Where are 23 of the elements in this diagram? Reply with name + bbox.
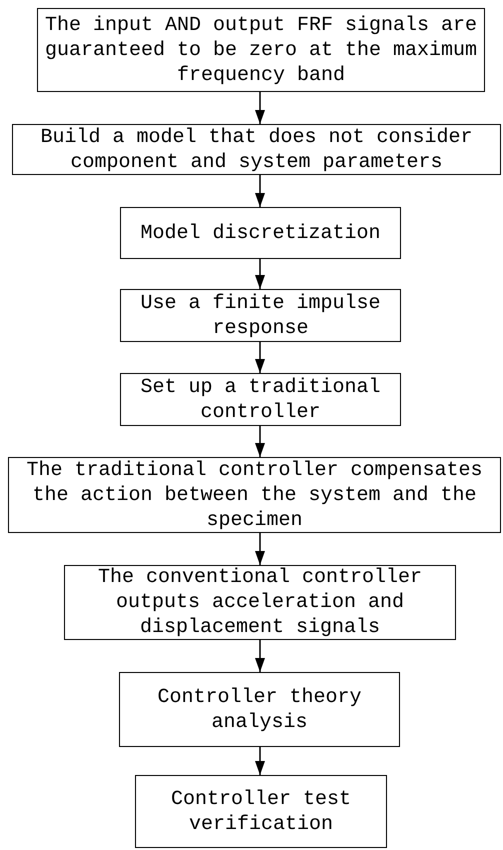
step-text: Build a model that does not consider component and system parameters <box>39 124 474 174</box>
process-box <box>120 207 401 259</box>
process-box <box>119 672 400 747</box>
arrow <box>255 426 265 457</box>
arrow <box>255 640 265 672</box>
arrow <box>255 747 265 775</box>
step-text: Set up a traditional controller <box>139 374 382 424</box>
arrow <box>255 342 265 373</box>
step-text: The conventional controller outputs acceleration and displacement signals <box>96 565 424 640</box>
step-text: Use a finite impulse response <box>139 290 382 340</box>
process-box <box>120 373 401 426</box>
step-text: The traditional controller compensates the action between the system and the specimen <box>25 458 484 532</box>
process-box <box>135 775 387 848</box>
step-text: The input AND output FRF signals are guaranteed to be zero at the maximum frequency band <box>44 12 478 88</box>
arrow <box>255 92 265 124</box>
step-text: Controller theory analysis <box>156 684 363 734</box>
process-box <box>120 289 401 342</box>
step-text: Model discretization <box>140 220 381 246</box>
step-text: Controller test verification <box>170 786 352 836</box>
process-box <box>64 565 456 640</box>
arrow <box>255 533 265 565</box>
arrow <box>255 259 265 289</box>
arrow <box>255 175 265 207</box>
